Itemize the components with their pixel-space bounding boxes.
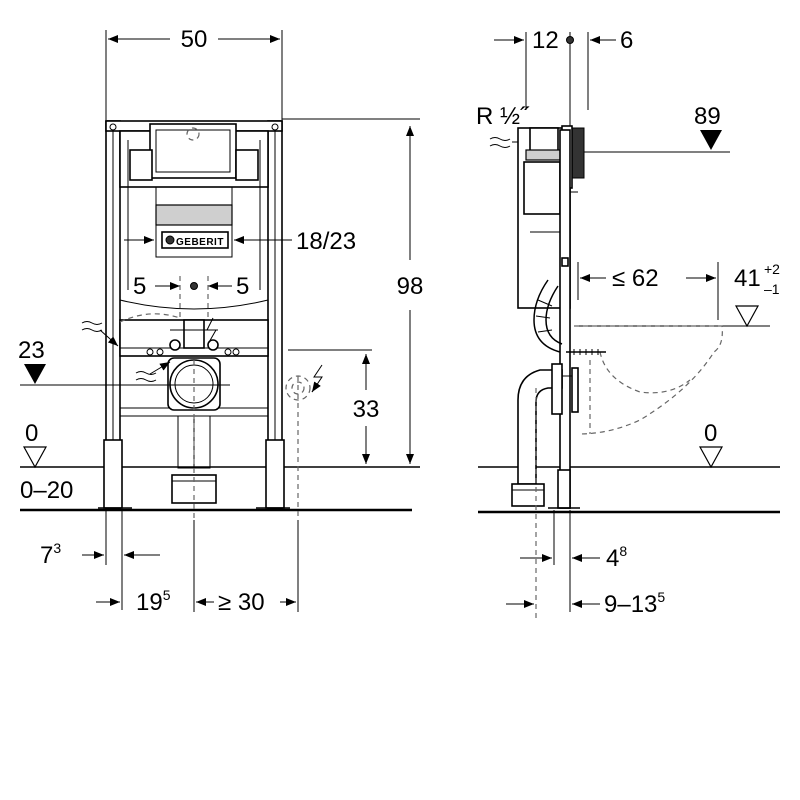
frame-left-foot <box>103 439 123 509</box>
offset-left-label: 5 <box>133 273 146 300</box>
brand-logo: GEBERIT <box>176 237 224 248</box>
front-view: 50 GEBERIT 18/23 <box>18 26 423 616</box>
foot-offset-label: 73 <box>40 540 61 569</box>
front-floor-zero-label: 0 <box>25 420 38 447</box>
water-connection-label: R ½˝ <box>476 103 530 130</box>
wc-pan-outline <box>574 325 723 435</box>
depth-range-label: 9–135 <box>604 589 665 618</box>
right-drop-label: 33 <box>353 396 380 423</box>
side-view: 12 6 R ½˝ 89 ≤ 62 41 +2 <box>476 27 780 618</box>
pan-height-tolerance-minus: –1 <box>764 281 780 297</box>
axis-offset-label: 195 <box>136 587 171 616</box>
pipe-offset-label: 48 <box>606 543 627 572</box>
offset-right-label: 5 <box>236 273 249 300</box>
clearance-label: ≥ 30 <box>218 589 265 616</box>
front-height-label: 98 <box>397 273 424 300</box>
flush-plate-size-label: 18/23 <box>296 228 356 255</box>
frame-right-foot <box>265 439 285 509</box>
side-floor-zero-label: 0 <box>704 420 717 447</box>
front-width-label: 50 <box>181 26 208 53</box>
depth-top-right-label: 6 <box>620 27 633 54</box>
top-level-label: 89 <box>694 103 721 130</box>
left-level-label: 23 <box>18 337 45 364</box>
pan-height-tolerance-plus: +2 <box>764 261 780 277</box>
depth-top-left-label: 12 <box>532 27 559 54</box>
side-frame-post <box>559 129 571 509</box>
pan-height-label: 41 <box>734 265 761 292</box>
pan-projection-label: ≤ 62 <box>612 265 659 292</box>
front-floor-range-label: 0–20 <box>20 477 73 504</box>
